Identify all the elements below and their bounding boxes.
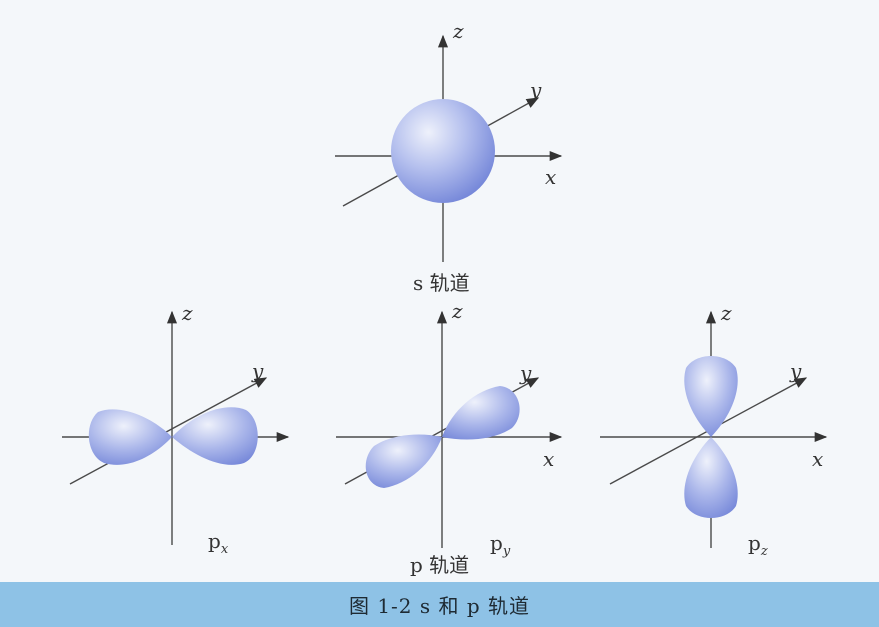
px-z-label: z	[181, 301, 193, 325]
px-y-label: y	[251, 359, 264, 383]
py-lobe-lower	[365, 434, 442, 488]
py-z-label: z	[451, 299, 463, 323]
orbital-diagram: z y x s 轨道 z y px z y x py p 轨道	[62, 19, 828, 577]
py-caption: py	[490, 531, 511, 559]
p-orbital-label: p 轨道	[410, 553, 469, 577]
py-orbital-group: z y x py p 轨道	[336, 299, 563, 577]
px-y-axis	[69, 377, 268, 485]
pz-lobe-upper	[684, 356, 738, 437]
figure-caption-band: 图 1-2 s 和 p 轨道	[0, 582, 879, 627]
pz-x-label: x	[812, 447, 823, 471]
s-z-label: z	[452, 19, 464, 43]
pz-lobe-lower	[684, 437, 738, 518]
py-x-label: x	[543, 447, 554, 471]
px-lobe-right	[172, 407, 258, 465]
s-orbital-label: s 轨道	[413, 271, 470, 295]
px-caption: px	[208, 529, 229, 557]
pz-caption: pz	[748, 531, 768, 559]
figure-caption: 图 1-2 s 和 p 轨道	[348, 594, 531, 618]
px-lobe-left	[88, 409, 172, 465]
s-y-label: y	[529, 78, 542, 102]
s-x-label: x	[545, 165, 556, 189]
py-lobe-upper	[442, 386, 520, 440]
s-orbital-sphere	[391, 99, 495, 203]
pz-orbital-group: z y x pz	[600, 301, 828, 559]
py-y-label: y	[519, 361, 532, 385]
px-orbital-group: z y px	[62, 301, 290, 557]
pz-y-label: y	[789, 359, 802, 383]
pz-z-label: z	[720, 301, 732, 325]
s-orbital-group: z y x s 轨道	[335, 19, 563, 295]
